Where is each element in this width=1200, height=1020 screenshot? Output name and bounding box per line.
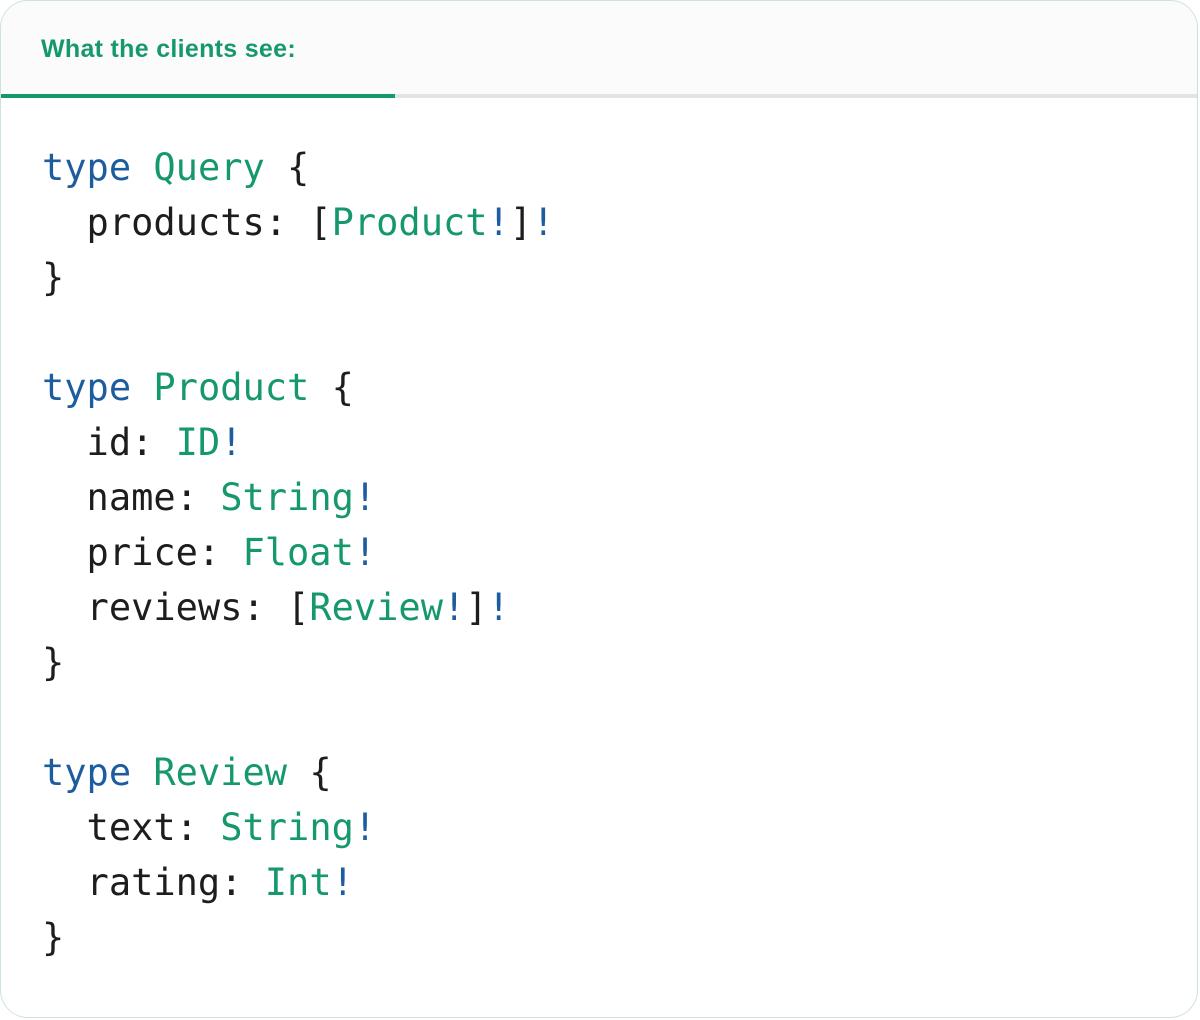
code-token: ! <box>487 201 510 244</box>
code-token: ! <box>532 201 555 244</box>
code-token: ! <box>353 531 377 574</box>
code-token: String <box>220 806 354 849</box>
code-token: type <box>42 146 132 189</box>
code-token <box>131 146 153 189</box>
code-token: Product <box>153 366 310 409</box>
tab-underline-active <box>1 94 395 98</box>
code-line: type Query { <box>42 140 1177 195</box>
code-token: type <box>42 366 132 409</box>
code-line: } <box>42 910 1177 965</box>
code-token: ! <box>331 861 354 904</box>
code-token: Product <box>331 201 488 244</box>
code-token: price: <box>42 531 243 574</box>
code-line <box>42 305 1177 360</box>
code-token: ! <box>353 476 377 519</box>
code-token: } <box>42 641 65 684</box>
code-token <box>131 366 153 409</box>
code-token: ! <box>353 806 377 849</box>
code-block: type Query { products: [Product!]!} type… <box>1 98 1197 965</box>
code-token: rating: <box>42 861 265 904</box>
code-line: type Product { <box>42 360 1177 415</box>
code-token: } <box>42 256 65 299</box>
code-line: id: ID! <box>42 415 1177 470</box>
code-token: name: <box>42 476 221 519</box>
code-line: } <box>42 250 1177 305</box>
code-token: Float <box>242 531 354 574</box>
code-token: ID <box>175 421 221 464</box>
code-line: text: String! <box>42 800 1177 855</box>
code-token: ] <box>465 586 488 629</box>
code-token: Query <box>153 146 265 189</box>
code-token <box>131 751 153 794</box>
code-token: { <box>264 146 310 189</box>
code-token: type <box>42 751 132 794</box>
tab-what-clients-see[interactable]: What the clients see: <box>41 35 296 63</box>
code-line: name: String! <box>42 470 1177 525</box>
code-token: Int <box>264 861 332 904</box>
code-line: type Review { <box>42 745 1177 800</box>
tab-underline-track <box>1 94 1197 98</box>
code-line: price: Float! <box>42 525 1177 580</box>
code-token: ] <box>509 201 533 244</box>
code-token: ! <box>487 586 510 629</box>
code-token: text: <box>42 806 221 849</box>
code-token: ! <box>220 421 243 464</box>
code-token: ! <box>442 586 466 629</box>
code-line: reviews: [Review!]! <box>42 580 1177 635</box>
code-line <box>42 690 1177 745</box>
code-token: String <box>220 476 354 519</box>
code-token: id: <box>42 421 176 464</box>
code-token: Review <box>153 751 288 794</box>
code-line: products: [Product!]! <box>42 195 1177 250</box>
code-line: rating: Int! <box>42 855 1177 910</box>
code-token: products: [ <box>42 201 332 244</box>
code-token: { <box>309 366 354 409</box>
code-token: } <box>42 916 65 959</box>
code-line: } <box>42 635 1177 690</box>
code-token: { <box>287 751 332 794</box>
card-header: What the clients see: <box>1 1 1197 98</box>
code-token: reviews: [ <box>42 586 310 629</box>
code-token: Review <box>309 586 443 629</box>
